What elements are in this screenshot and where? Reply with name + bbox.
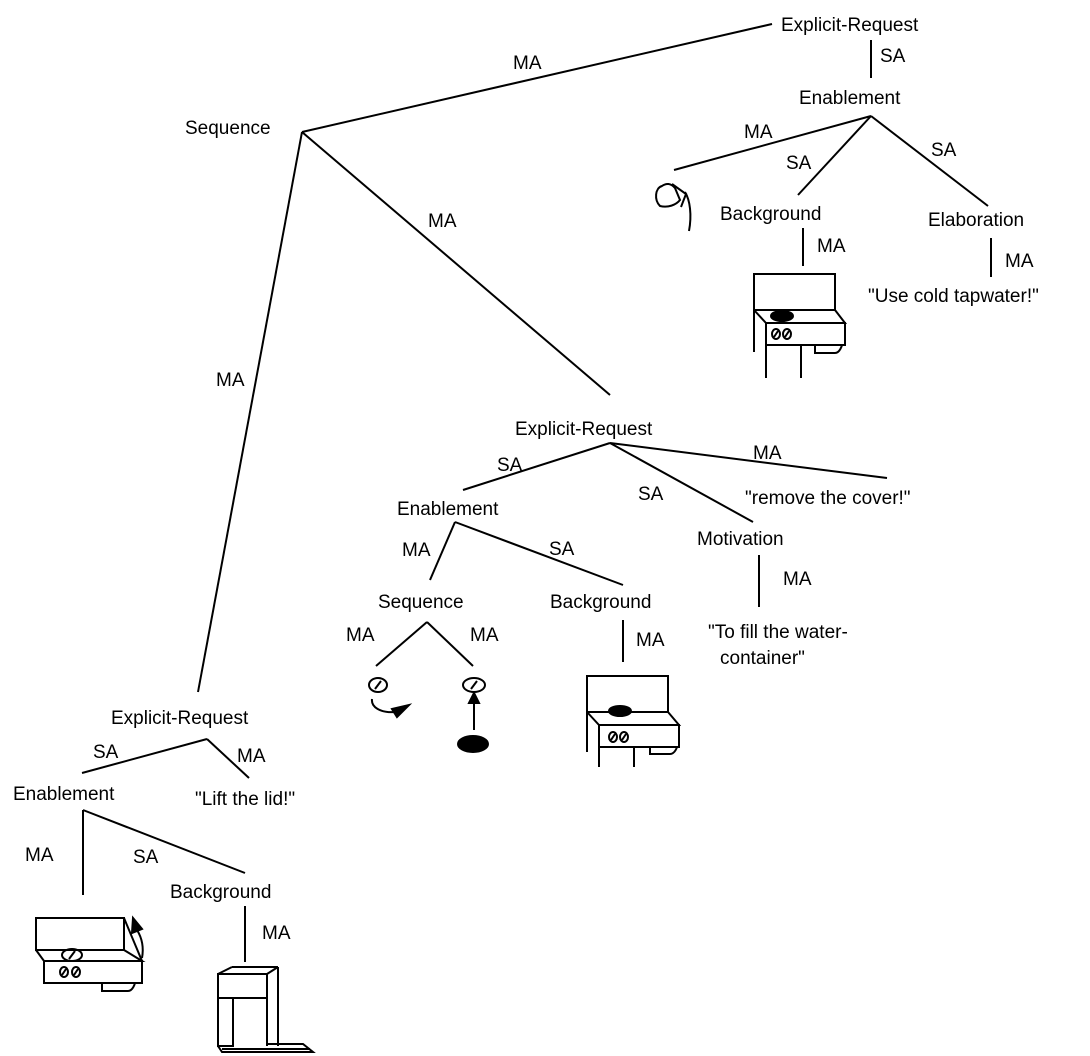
node-use-cold-tapwater: "Use cold tapwater!" — [868, 286, 1039, 307]
pitcher-icon — [655, 182, 692, 232]
rel-ma-label: MA — [817, 236, 846, 257]
rel-ma-label: MA — [237, 746, 266, 767]
node-mid-explicit-request: Explicit-Request — [515, 419, 653, 440]
node-low-explicit-request: Explicit-Request — [111, 708, 249, 729]
rel-sa-label: SA — [549, 539, 575, 560]
rel-sa-label: SA — [93, 742, 119, 763]
node-mid-enablement: Enablement — [397, 499, 499, 520]
rel-ma-label: MA — [470, 625, 499, 646]
rel-ma-label: MA — [1005, 251, 1034, 272]
node-mid-background: Background — [550, 592, 651, 613]
rel-sa-label: SA — [931, 140, 957, 161]
rel-sa-label: SA — [880, 46, 906, 67]
edge-low-request-to-enablement — [81, 738, 208, 774]
edge-sequence-to-top-request — [301, 23, 773, 133]
rel-sa-label: SA — [497, 455, 523, 476]
edge-mid-sequence-to-knob1 — [375, 621, 428, 667]
rel-ma-label: MA — [753, 443, 782, 464]
edge-mid-enablement-to-background — [454, 521, 624, 586]
node-top-enablement: Enablement — [799, 88, 901, 109]
node-root-sequence: Sequence — [185, 118, 271, 139]
rel-ma-label: MA — [513, 53, 542, 74]
edge-sequence-to-mid-request — [301, 131, 611, 396]
rel-ma-label: MA — [783, 569, 812, 590]
node-low-background: Background — [170, 882, 271, 903]
knob-press-icon — [457, 677, 489, 753]
container-machine-icon — [217, 966, 316, 1053]
tree-edges — [81, 23, 992, 962]
edge-mid-request-to-motivation — [609, 442, 754, 523]
relation-labels: MA SA MA SA SA MA MA MA MA SA MA SA MA S… — [25, 46, 1034, 944]
rel-sa-label: SA — [786, 153, 812, 174]
knob-turn-icon — [368, 677, 413, 719]
rel-ma-label: MA — [262, 923, 291, 944]
edge-low-request-to-lift-lid — [206, 738, 250, 779]
edge-mid-request-to-enablement — [462, 442, 611, 491]
node-to-fill-line1: "To fill the water- — [708, 622, 848, 643]
node-mid-motivation: Motivation — [697, 529, 784, 550]
node-low-enablement: Enablement — [13, 784, 115, 805]
rel-ma-label: MA — [216, 370, 245, 391]
edge-sequence-to-low-request — [197, 131, 303, 693]
stove-icon — [753, 273, 848, 378]
stove-icon — [586, 675, 682, 767]
rel-ma-label: MA — [25, 845, 54, 866]
rel-ma-label: MA — [428, 211, 457, 232]
lift-lid-device-icon — [35, 915, 146, 992]
rel-sa-label: SA — [133, 847, 159, 868]
node-labels: Explicit-Request Enablement Background E… — [13, 15, 1039, 903]
edge-top-enablement-to-background — [797, 115, 872, 196]
edge-mid-enablement-to-sequence — [429, 521, 456, 581]
edge-low-enablement-to-background — [82, 809, 246, 874]
node-remove-the-cover: "remove the cover!" — [745, 488, 911, 509]
rel-sa-label: SA — [638, 484, 664, 505]
rel-ma-label: MA — [346, 625, 375, 646]
rel-ma-label: MA — [744, 122, 773, 143]
rel-ma-label: MA — [636, 630, 665, 651]
edge-mid-request-to-remove-cover — [609, 442, 888, 479]
rel-ma-label: MA — [402, 540, 431, 561]
node-mid-sequence: Sequence — [378, 592, 464, 613]
edge-top-enablement-to-elaboration — [870, 115, 989, 207]
edge-top-enablement-to-pitcher — [673, 115, 872, 171]
node-top-elaboration: Elaboration — [928, 210, 1024, 231]
node-lift-the-lid: "Lift the lid!" — [195, 789, 295, 810]
edge-mid-sequence-to-knob2 — [426, 621, 474, 667]
node-top-explicit-request: Explicit-Request — [781, 15, 919, 36]
node-to-fill-line2: container" — [720, 648, 805, 669]
node-top-background: Background — [720, 204, 821, 225]
